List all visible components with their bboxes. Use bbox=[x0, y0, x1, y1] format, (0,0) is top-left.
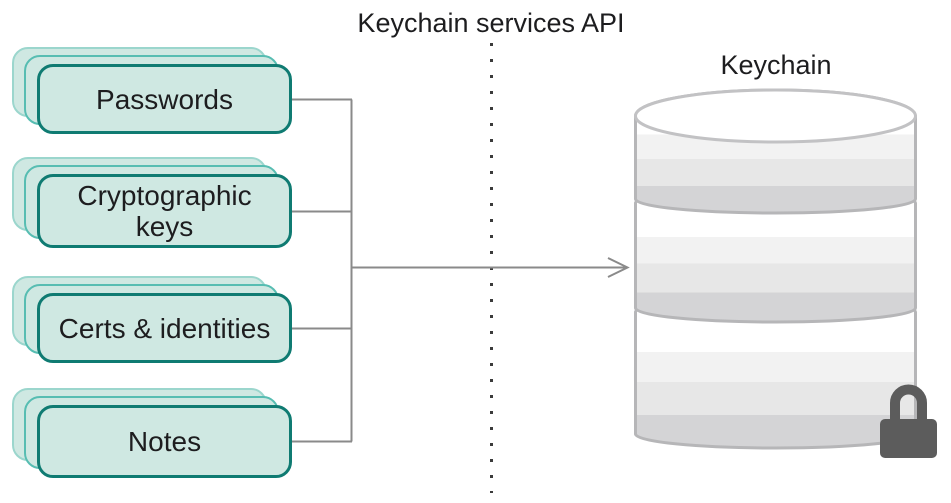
card-group-notes: Notes bbox=[12, 388, 292, 478]
card-group-cryptographic-keys: Cryptographic keys bbox=[12, 157, 292, 248]
keychain-label: Keychain bbox=[720, 50, 832, 80]
card-label: Passwords bbox=[96, 83, 233, 115]
database-top-face bbox=[634, 88, 917, 144]
lock-icon bbox=[880, 384, 937, 458]
card-group-certs-identities: Certs & identities bbox=[12, 276, 292, 363]
card-label: Notes bbox=[127, 426, 202, 457]
card-label: Cryptographic keys bbox=[77, 180, 252, 242]
arrow-right-icon bbox=[351, 257, 630, 278]
card-front-cryptographic-keys: Cryptographic keys bbox=[37, 174, 292, 248]
card-connector-lines bbox=[292, 98, 353, 443]
database-icon bbox=[634, 88, 937, 458]
card-front-notes: Notes bbox=[37, 405, 292, 478]
card-front-certs-identities: Certs & identities bbox=[37, 293, 292, 363]
card-front-passwords: Passwords bbox=[37, 64, 292, 134]
diagram-title: Keychain services API bbox=[357, 8, 625, 38]
card-label: Certs & identities bbox=[58, 312, 271, 344]
card-group-passwords: Passwords bbox=[12, 47, 292, 134]
